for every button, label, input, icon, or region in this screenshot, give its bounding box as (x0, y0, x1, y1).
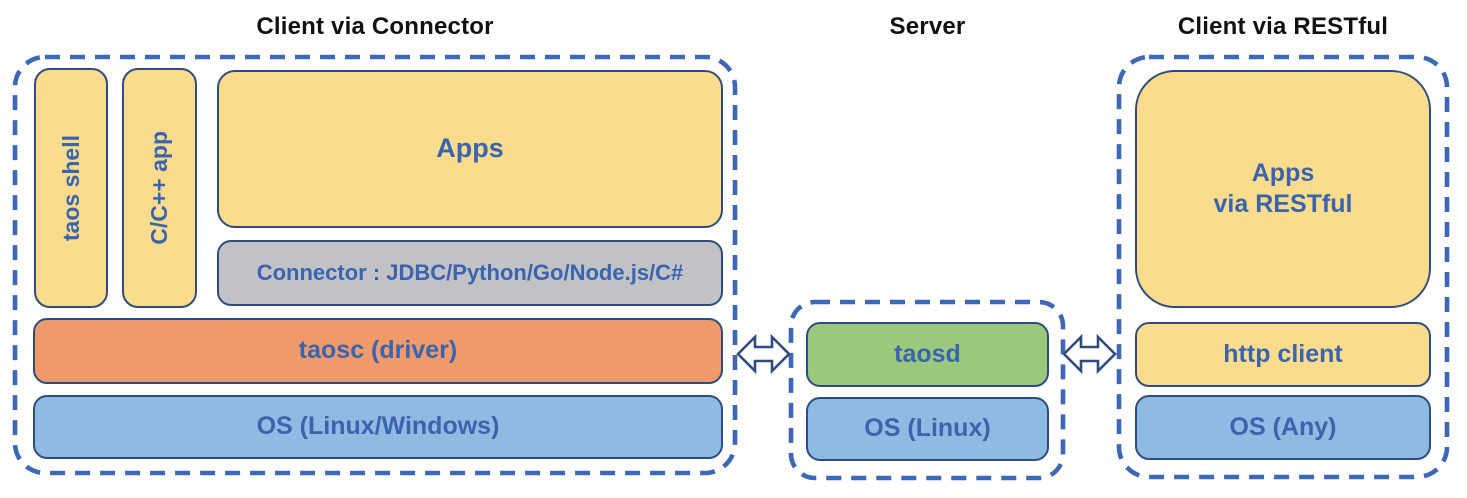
server-restful-arrow-icon (1062, 333, 1117, 375)
taos-shell-label: taos shell (57, 134, 84, 242)
os-linux-label: OS (Linux) (864, 414, 991, 443)
client-connector-title: Client via Connector (256, 13, 494, 40)
os-any-label: OS (Any) (1229, 412, 1337, 441)
apps-label: Apps (436, 133, 504, 164)
http-client-label: http client (1223, 339, 1343, 368)
apps-box: Apps (217, 70, 723, 228)
client-server-arrow-icon (736, 333, 791, 375)
apps-via-restful-box: Apps via RESTful (1135, 70, 1431, 308)
server-title: Server (889, 13, 966, 40)
os-any-box: OS (Any) (1135, 395, 1431, 460)
taosd-label: taosd (894, 339, 961, 368)
client-restful-boundary (1116, 54, 1450, 480)
os-linux-windows-box: OS (Linux/Windows) (33, 395, 723, 459)
os-linux-windows-label: OS (Linux/Windows) (256, 412, 500, 441)
os-linux-box: OS (Linux) (806, 397, 1049, 461)
taosd-box: taosd (806, 322, 1049, 387)
apps-via-restful-label-line1: Apps (1251, 158, 1315, 187)
taosc-driver-label: taosc (driver) (298, 336, 458, 365)
apps-via-restful-label-line2: via RESTful (1213, 190, 1353, 218)
http-client-box: http client (1135, 322, 1431, 387)
cpp-app-box: C/C++ app (122, 68, 197, 308)
cpp-app-label: C/C++ app (146, 131, 173, 245)
connector-box: Connector : JDBC/Python/Go/Node.js/C# (217, 240, 723, 306)
client-restful-title: Client via RESTful (1177, 13, 1389, 40)
connector-label: Connector : JDBC/Python/Go/Node.js/C# (256, 260, 684, 286)
server-boundary (788, 299, 1066, 481)
taos-shell-box: taos shell (34, 68, 108, 308)
client-connector-boundary (12, 54, 738, 476)
taosc-driver-box: taosc (driver) (33, 318, 723, 384)
